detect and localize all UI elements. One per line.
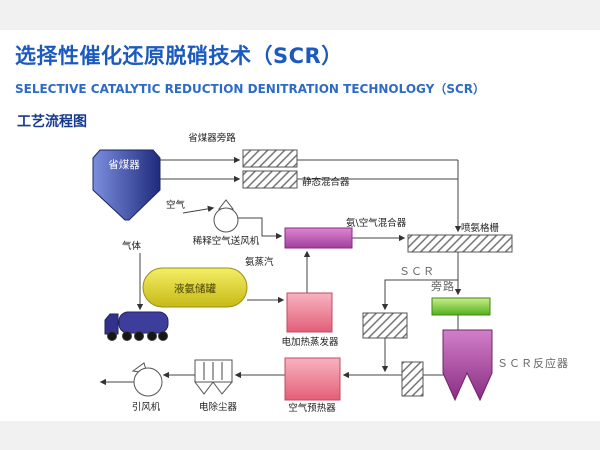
aig-label: 喷氨格栅 (461, 222, 500, 234)
liquid-ammonia-tank-label: 液氨储罐 (174, 282, 216, 295)
scr-reactor (442, 329, 493, 402)
gas-label: 气体 (122, 240, 142, 252)
electrostatic-precipitator (194, 359, 234, 395)
ammonia-vapor-label: 氨蒸汽 (245, 256, 274, 268)
ammonia-injection-grid (407, 234, 513, 253)
air-preheater (284, 357, 341, 401)
top-margin-band (0, 0, 600, 30)
scr-reactor-label: ＳＣＲ反应器 (497, 356, 569, 370)
static-mixer-label: 静态混合器 (302, 176, 350, 188)
economizer-bypass-label: 省煤器旁路 (188, 132, 236, 144)
id-fan (133, 367, 163, 397)
dilution-air-blower (213, 207, 239, 233)
bottom-margin-band (0, 421, 600, 450)
page-title: 选择性催化还原脱硝技术（SCR） (15, 44, 343, 68)
ammonia-air-mixer-label: 氨\空气混合器 (346, 217, 407, 229)
scr-outlet-damper (401, 361, 424, 397)
process-flow-diagram: 省煤器 省煤器旁路 静态混合器 空气 稀释空气送风机 氨\空气混合器 喷氨格栅 … (92, 132, 569, 414)
scr-bypass-label-2: 旁路 (431, 279, 455, 293)
ammonia-tanker-truck (104, 311, 169, 341)
section-label-flow-diagram: 工艺流程图 (17, 114, 87, 130)
air-preheater-label: 空气预热器 (288, 402, 336, 414)
dilution-fan-label: 稀释空气送风机 (193, 235, 260, 247)
economizer-label: 省煤器 (108, 158, 140, 171)
ammonia-air-mixer (284, 227, 353, 249)
static-mixer (242, 170, 298, 189)
esp-label: 电除尘器 (199, 401, 238, 413)
evaporator-label: 电加热蒸发器 (281, 336, 339, 348)
scr-bypass-damper (362, 312, 408, 339)
pipe-air-inlet (182, 205, 215, 214)
pipe-scr-bypass-branch (381, 279, 458, 311)
scr-bypass-label-1: ＳＣＲ (399, 265, 435, 278)
pipe-blower-to-mixer (238, 217, 283, 240)
page-subtitle: SELECTIVE CATALYTIC REDUCTION DENITRATIO… (15, 82, 486, 96)
electric-evaporator (286, 292, 333, 333)
scr-inlet-duct (431, 297, 491, 316)
economizer-bypass-damper (242, 149, 298, 168)
air-label: 空气 (166, 199, 186, 211)
economizer-vessel (92, 149, 161, 221)
id-fan-label: 引风机 (132, 401, 161, 413)
liquid-ammonia-tank (142, 267, 248, 308)
